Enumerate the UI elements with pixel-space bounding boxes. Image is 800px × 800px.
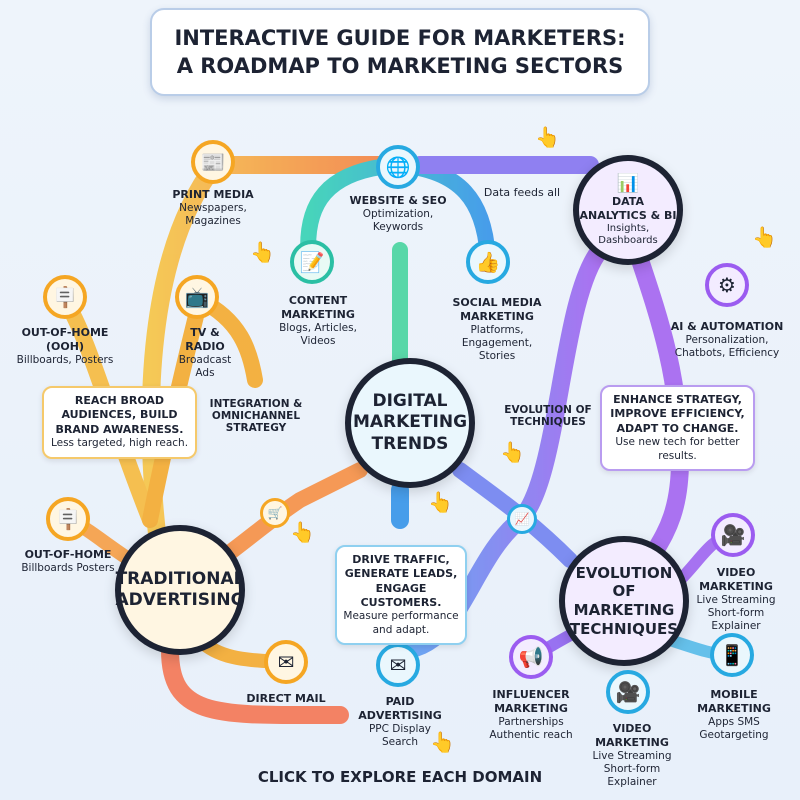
data-feeds-label: Data feeds all [483,186,561,199]
pointer-hand-icon: 👆 [250,240,275,264]
chart-icon[interactable]: 📈 [507,504,537,534]
megaphone-icon[interactable]: 📢 [509,635,553,679]
bar-chart-icon: 📊 [616,172,640,194]
pointer-hand-icon: 👆 [428,490,453,514]
document-edit-icon[interactable]: 📝 [290,240,334,284]
page-title: INTERACTIVE GUIDE FOR MARKETERS: A ROADM… [150,8,650,96]
globe-icon[interactable]: 🌐 [376,145,420,189]
node-out-of-home-ooh: OUT-OF-HOME (OOH)Billboards, Posters [16,326,114,366]
hub-data-analytics[interactable]: 📊 DATA ANALYTICS & BI Insights, Dashboar… [573,155,683,265]
billboard-icon[interactable]: 🪧 [43,275,87,319]
envelope-icon[interactable]: ✉ [264,640,308,684]
newspaper-icon[interactable]: 📰 [191,140,235,184]
video-camera-icon[interactable]: 🎥 [711,513,755,557]
cart-icon[interactable]: 🛒 [260,498,290,528]
box-reach-broad-audiences: REACH BROAD AUDIENCES, BUILD BRAND AWARE… [42,386,197,459]
billboard-icon[interactable]: 🪧 [46,497,90,541]
pointer-hand-icon: 👆 [535,125,560,149]
box-enhance-strategy: ENHANCE STRATEGY, IMPROVE EFFICIENCY, AD… [600,385,755,472]
footer-cta[interactable]: CLICK TO EXPLORE EACH DOMAIN [257,768,543,786]
ai-gear-icon[interactable]: ⚙ [705,263,749,307]
integration-omnichannel-label: INTEGRATION & OMNICHANNEL STRATEGY [209,398,303,434]
evolution-of-techniques-label: EVOLUTION OF TECHNIQUES [504,404,592,428]
smartphone-icon[interactable]: 📱 [710,633,754,677]
box-drive-traffic: DRIVE TRAFFIC, GENERATE LEADS, ENGAGE CU… [335,545,467,646]
hub-digital-marketing-trends[interactable]: DIGITAL MARKETING TRENDS [345,358,475,488]
pointer-hand-icon: 👆 [430,730,455,754]
tv-icon[interactable]: 📺 [175,275,219,319]
video-camera-icon[interactable]: 🎥 [606,670,650,714]
pointer-hand-icon: 👆 [290,520,315,544]
pointer-hand-icon: 👆 [500,440,525,464]
pointer-hand-icon: 👆 [752,225,777,249]
hub-traditional-advertising[interactable]: TRADITIONAL ADVERTISING [115,525,245,655]
thumbs-up-icon[interactable]: 👍 [466,240,510,284]
hub-evolution-of-marketing-techniques[interactable]: EVOLUTION OF MARKETING TECHNIQUES [559,536,689,666]
node-direct-mail: DIRECT MAIL [246,692,326,705]
email-click-icon[interactable]: ✉ [376,643,420,687]
